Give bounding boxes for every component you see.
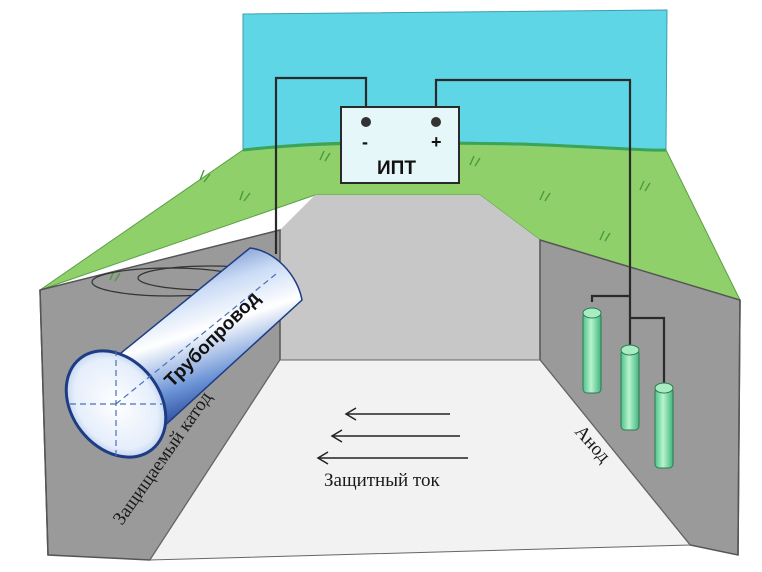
grass-tufts	[109, 150, 651, 282]
anode-rod	[654, 382, 674, 469]
positive-terminal-label: +	[431, 132, 442, 152]
trench-back-wall	[280, 195, 540, 360]
pipe-centerlines	[70, 273, 277, 460]
anode-rod	[620, 344, 640, 431]
anode-rods	[582, 307, 674, 469]
positive-wire	[434, 78, 632, 318]
current-arrow	[330, 429, 460, 443]
current-arrow	[344, 407, 450, 421]
pipe-body	[108, 247, 303, 432]
anode-wire-3	[630, 316, 666, 384]
power-source: - + ИПТ	[340, 106, 460, 184]
scene-outline	[39, 289, 741, 556]
negative-terminal-icon	[361, 117, 371, 127]
trench-floor	[149, 359, 692, 561]
current-arrows	[316, 407, 468, 465]
protective-current-label: Защитный ток	[324, 470, 440, 491]
negative-terminal-label: -	[362, 132, 368, 152]
anode-wire-1	[590, 294, 630, 302]
current-arrow	[316, 451, 468, 465]
grass-edge-line	[242, 141, 667, 152]
positive-terminal-icon	[431, 117, 441, 127]
wiring	[274, 76, 666, 384]
power-source-label: ИПТ	[377, 158, 416, 179]
anode-rod	[582, 307, 602, 394]
negative-wire	[274, 76, 368, 254]
